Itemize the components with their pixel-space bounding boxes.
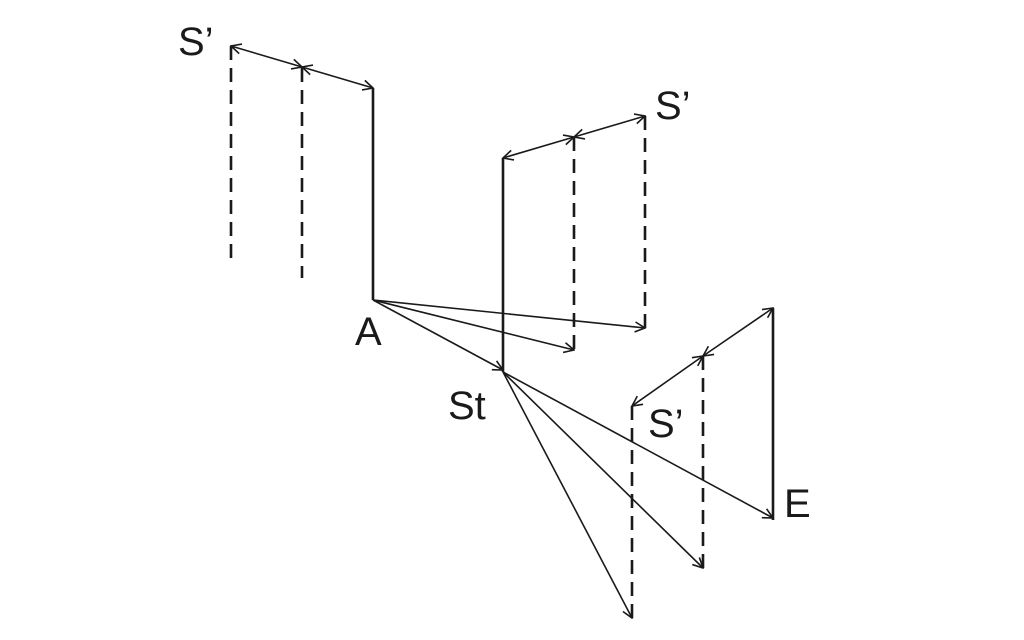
label-e: E <box>784 482 811 526</box>
label-s-prime-lower: S’ <box>648 402 684 446</box>
label-s-prime-top-left: S’ <box>178 20 214 64</box>
ray-a-to-st-shift-2 <box>372 299 645 328</box>
label-a: A <box>355 310 382 354</box>
group-a <box>231 46 373 300</box>
label-s-prime-top-right: S’ <box>655 84 691 128</box>
shift-arrow-a-1 <box>302 67 373 88</box>
rays-from-a <box>372 299 645 370</box>
shift-arrow-st-2 <box>574 116 645 137</box>
ray-st-to-e-shift-1 <box>502 371 703 568</box>
rays-from-st <box>502 371 773 618</box>
ray-a-to-st-shift-1 <box>372 299 574 350</box>
shift-arrow-a-2 <box>231 46 302 67</box>
group-st <box>503 116 645 372</box>
label-st: St <box>448 384 486 428</box>
shift-arrow-st-1 <box>503 137 574 158</box>
ray-st-to-e-shift-2 <box>502 371 632 618</box>
ray-a-to-st <box>372 299 503 370</box>
ray-st-to-e <box>502 371 773 518</box>
shift-arrow-e-2 <box>632 356 703 406</box>
group-e <box>632 308 773 620</box>
shift-arrow-e-1 <box>703 308 773 356</box>
